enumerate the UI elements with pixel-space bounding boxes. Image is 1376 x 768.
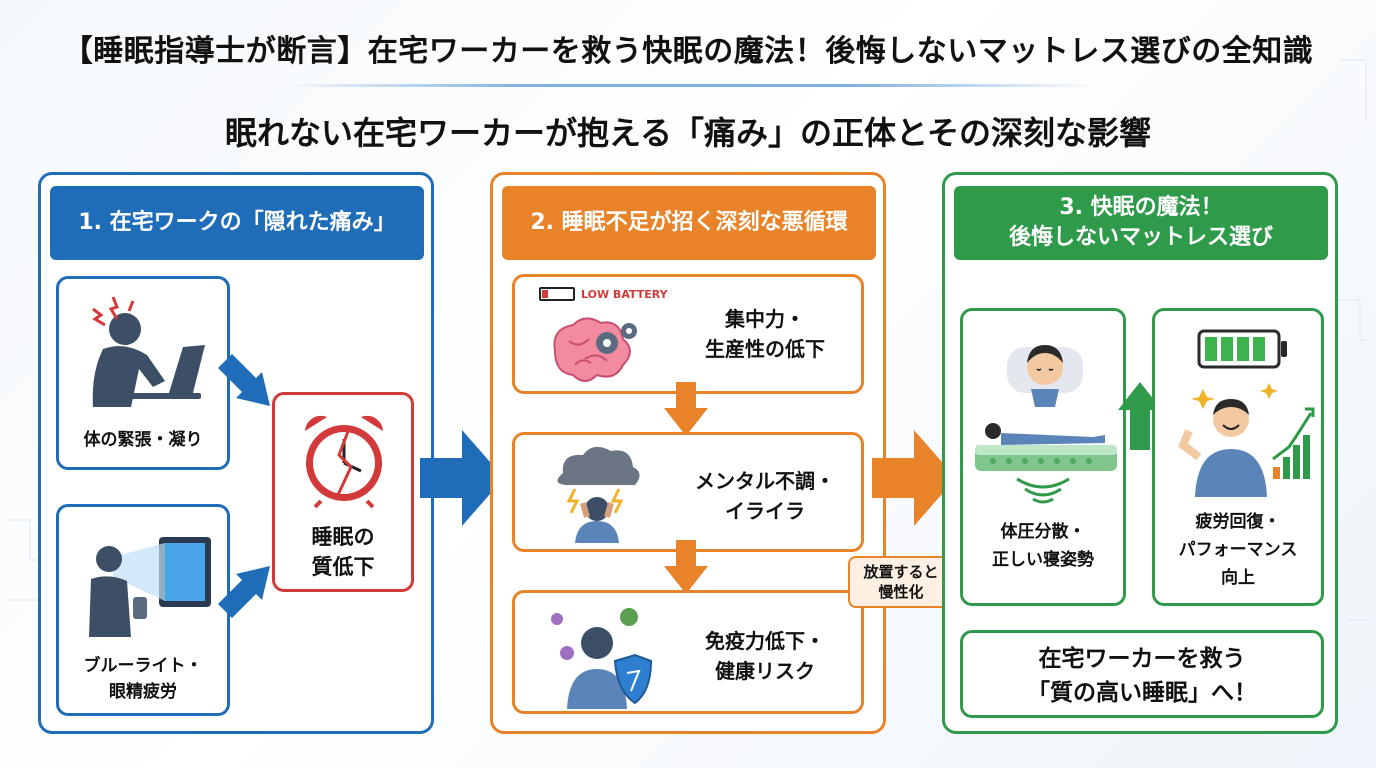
card-mental-health-label-2: イライラ xyxy=(725,499,805,523)
card-body-tension: 体の緊張・凝り xyxy=(56,276,230,470)
mattress-body-icon xyxy=(975,423,1117,504)
arrow-panel1-to-panel2 xyxy=(420,430,504,526)
energized-person-chart-icon xyxy=(1178,383,1315,497)
card-fatigue-recovery-label-2: パフォーマンス xyxy=(1178,540,1298,560)
card-pressure-distribution: 体圧分散・ 正しい寝姿勢 xyxy=(960,308,1126,606)
full-battery-icon xyxy=(1197,329,1287,369)
panel-mattress-choice-heading-2: 後悔しないマットレス選び xyxy=(1008,225,1273,250)
title-divider xyxy=(280,84,1096,87)
arrow-tension-to-sleep xyxy=(218,354,270,406)
low-battery-badge: LOW BATTERY xyxy=(539,287,668,301)
stressed-person-cloud-icon xyxy=(557,446,640,543)
arrow-mental-to-immune xyxy=(664,540,708,594)
card-focus-drop-label-2: 生産性の低下 xyxy=(705,337,825,361)
card-sleep-quality: 睡眠の 質低下 xyxy=(272,392,414,592)
section-subtitle: 眠れない在宅ワーカーが抱える「痛み」の正体とその深刻な影響 xyxy=(224,114,1152,152)
broken-alarm-clock-icon xyxy=(305,415,383,509)
card-body-tension-label: 体の緊張・凝り xyxy=(83,430,203,450)
card-mental-health-label-1: メンタル不調・ xyxy=(695,469,835,493)
card-pressure-distribution-label-2: 正しい寝姿勢 xyxy=(992,550,1094,570)
arrow-focus-to-mental xyxy=(664,382,708,436)
card-sleep-quality-label-1: 睡眠の xyxy=(311,525,375,549)
card-immune-risk-label-1: 免疫力低下・ xyxy=(705,629,825,653)
brain-gears-icon xyxy=(553,317,637,382)
card-blue-light-label-1: ブルーライト・ xyxy=(83,656,203,676)
card-focus-drop: LOW BATTERY 集中力・ 生産性の低下 xyxy=(512,274,864,394)
card-blue-light: ブルーライト・ 眼精疲労 xyxy=(56,504,230,716)
card-sleep-quality-label-2: 質低下 xyxy=(311,555,375,579)
battery-icon xyxy=(539,287,575,301)
virus-shield-person-icon xyxy=(551,608,653,709)
arrow-bluelight-to-sleep xyxy=(218,566,270,618)
blue-light-screen-icon xyxy=(89,537,211,637)
card-fatigue-recovery: 疲労回復・ パフォーマンス 向上 xyxy=(1152,308,1324,606)
card-quality-sleep-cta: 在宅ワーカーを救う 「質の高い睡眠」へ！ xyxy=(960,630,1324,718)
chronic-warning-line-1: 放置すると xyxy=(863,562,939,581)
chronic-warning-badge: 放置すると 慢性化 xyxy=(848,556,954,608)
card-pressure-distribution-label-1: 体圧分散・ xyxy=(1000,522,1086,542)
card-blue-light-label-2: 眼精疲労 xyxy=(109,682,177,702)
cta-line-2: 「質の高い睡眠」へ！ xyxy=(1027,680,1257,706)
main-title: 【睡眠指導士が断言】在宅ワーカーを救う快眠の魔法！後悔しないマットレス選びの全知… xyxy=(62,34,1314,69)
card-immune-risk-label-2: 健康リスク xyxy=(715,659,815,683)
panel-mattress-choice-heading: 3. 快眠の魔法！ 後悔しないマットレス選び xyxy=(954,186,1328,260)
card-mental-health: メンタル不調・ イライラ xyxy=(512,432,864,552)
arrow-panel2-to-panel3 xyxy=(872,430,956,526)
card-focus-drop-label-1: 集中力・ xyxy=(725,307,805,331)
panel-vicious-cycle-heading: 2. 睡眠不足が招く深刻な悪循環 xyxy=(502,186,876,260)
panel-mattress-choice-heading-1: 3. 快眠の魔法！ xyxy=(1059,195,1223,221)
low-battery-label: LOW BATTERY xyxy=(581,287,668,301)
sleeping-face-icon xyxy=(1007,345,1083,407)
arrow-up-improvement xyxy=(1118,382,1162,450)
card-fatigue-recovery-label-1: 疲労回復・ xyxy=(1195,512,1281,532)
card-immune-risk: 免疫力低下・ 健康リスク xyxy=(512,590,864,714)
panel-hidden-pain-heading: 1. 在宅ワークの「隠れた痛み」 xyxy=(50,186,424,260)
stressed-worker-icon xyxy=(92,296,205,407)
chronic-warning-line-2: 慢性化 xyxy=(878,583,924,601)
cta-line-1: 在宅ワーカーを救う xyxy=(1038,646,1246,672)
card-fatigue-recovery-label-3: 向上 xyxy=(1221,568,1255,588)
